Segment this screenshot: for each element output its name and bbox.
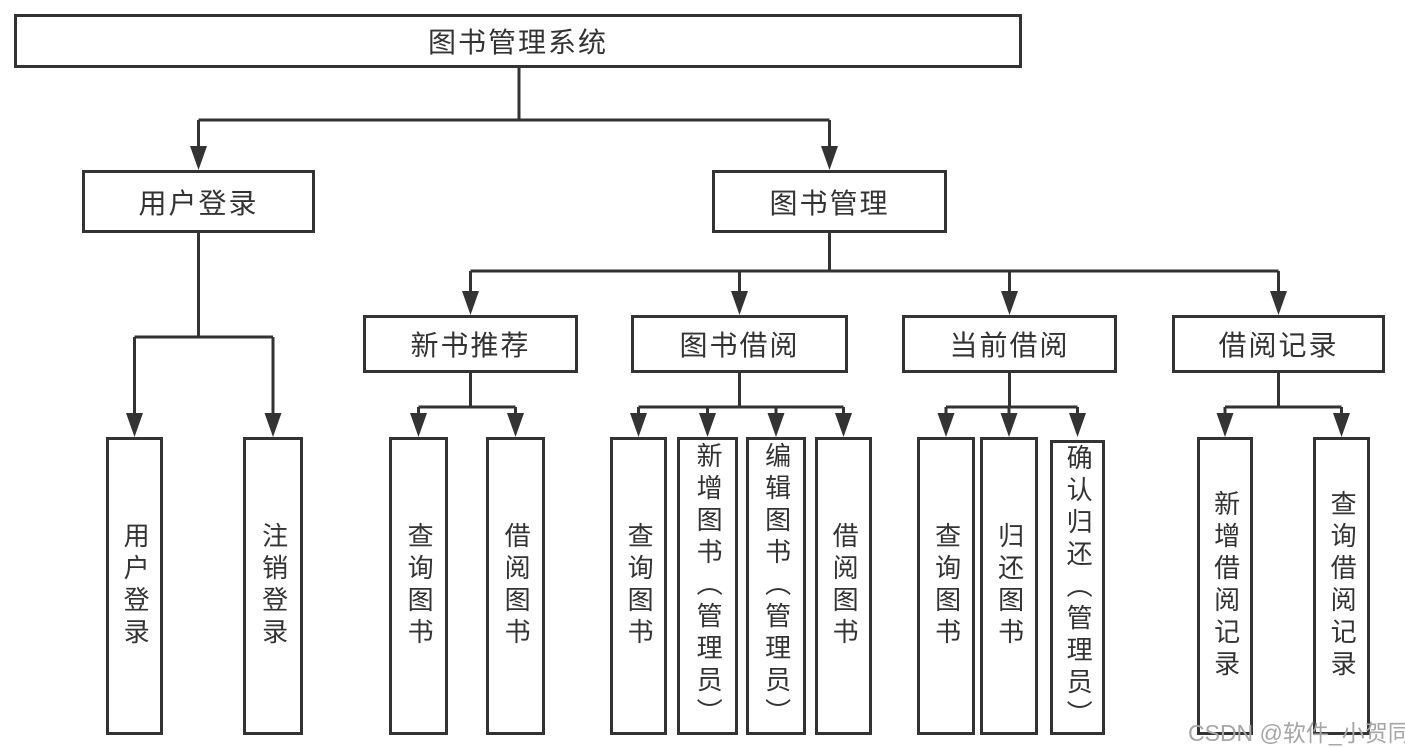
node-label: 图书管理 xyxy=(769,187,890,219)
node-leaf-query-book-recommend: 查询图书 xyxy=(389,437,448,735)
node-leaf-borrow-book: 借阅图书 xyxy=(815,437,872,735)
node-book-management: 图书管理 xyxy=(712,170,947,233)
csdn-watermark: CSDN @软件_小贺同学 xyxy=(1188,720,1405,746)
node-leaf-confirm-return-admin: 确认归还（管理员） xyxy=(1050,440,1105,735)
node-label: 查询图书 xyxy=(931,522,962,650)
node-label: 用户登录 xyxy=(120,522,151,650)
node-label: 新书推荐 xyxy=(410,330,531,361)
node-new-book-recommend: 新书推荐 xyxy=(363,315,578,373)
node-label: 新增图书（管理员） xyxy=(693,442,724,730)
node-label: 借阅图书 xyxy=(501,522,532,650)
node-label: 图书管理系统 xyxy=(427,27,608,58)
node-book-borrow: 图书借阅 xyxy=(631,315,848,373)
node-book-system-root: 图书管理系统 xyxy=(14,14,1022,68)
node-leaf-borrow-book-recommend: 借阅图书 xyxy=(486,437,545,735)
node-label: 查询借阅记录 xyxy=(1327,490,1358,682)
node-label: 查询图书 xyxy=(404,522,435,650)
node-leaf-return-book: 归还图书 xyxy=(980,437,1038,735)
node-label: 编辑图书（管理员） xyxy=(761,442,792,730)
node-leaf-add-book-admin: 新增图书（管理员） xyxy=(677,437,738,735)
node-label: 当前借阅 xyxy=(949,330,1070,361)
node-leaf-query-book-current: 查询图书 xyxy=(917,437,975,735)
node-leaf-edit-book-admin: 编辑图书（管理员） xyxy=(746,437,806,735)
node-label: 归还图书 xyxy=(994,522,1025,650)
node-label: 注销登录 xyxy=(258,522,289,650)
arrowheads xyxy=(126,146,1350,437)
node-label: 借阅图书 xyxy=(829,522,860,650)
node-leaf-logout: 注销登录 xyxy=(243,437,303,735)
node-leaf-query-borrow-record: 查询借阅记录 xyxy=(1313,437,1370,735)
node-user-login: 用户登录 xyxy=(82,170,315,233)
node-label: 确认归还（管理员） xyxy=(1063,443,1094,732)
node-leaf-query-book-borrow: 查询图书 xyxy=(610,437,667,735)
node-label: 新增借阅记录 xyxy=(1210,490,1241,682)
node-current-borrow: 当前借阅 xyxy=(902,315,1117,373)
node-label: 查询图书 xyxy=(624,522,655,650)
node-label: 借阅记录 xyxy=(1218,330,1339,361)
node-label: 用户登录 xyxy=(138,187,259,219)
node-label: 图书借阅 xyxy=(679,330,800,361)
node-borrow-records: 借阅记录 xyxy=(1172,315,1385,373)
node-leaf-add-borrow-record: 新增借阅记录 xyxy=(1197,437,1253,735)
node-leaf-user-login: 用户登录 xyxy=(106,437,163,735)
